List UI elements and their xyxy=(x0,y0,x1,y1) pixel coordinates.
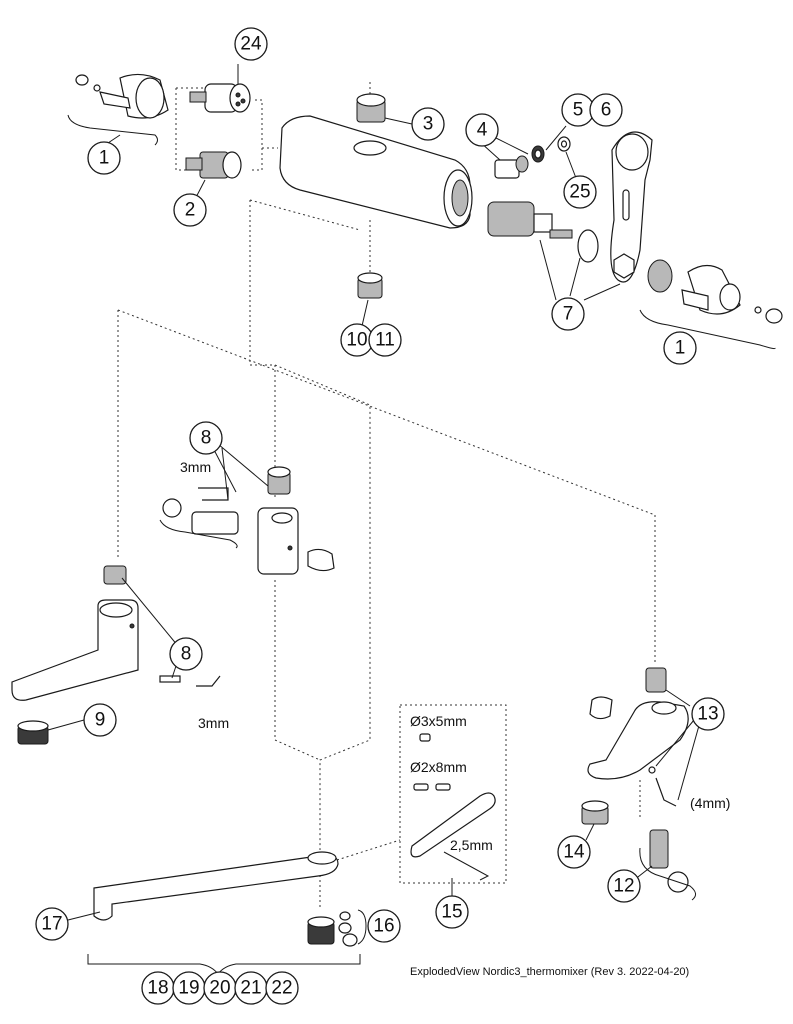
svg-text:3: 3 xyxy=(423,114,434,135)
callout-2: 2 xyxy=(173,193,207,227)
callout-10: 10 xyxy=(340,323,374,357)
callout-3: 3 xyxy=(411,107,445,141)
callout-9: 9 xyxy=(83,703,117,737)
footer-revision: ExplodedView Nordic3_thermomixer (Rev 3.… xyxy=(410,966,689,978)
part-5-ring xyxy=(531,145,545,163)
assembly-guide-lines xyxy=(117,82,656,910)
part-16-fittings xyxy=(307,911,358,947)
callout-16: 16 xyxy=(367,909,401,943)
part-7-thermo-cartridge xyxy=(487,201,599,263)
brace-1-left xyxy=(67,114,158,146)
callout-24: 24 xyxy=(234,27,268,61)
svg-text:17: 17 xyxy=(41,914,62,935)
callout-25: 25 xyxy=(563,175,597,209)
part-24-cartridge xyxy=(189,83,251,113)
svg-text:24: 24 xyxy=(240,34,262,55)
callout-15: 15 xyxy=(435,895,469,929)
callout-13: 13 xyxy=(691,697,725,731)
part-2-cartridge xyxy=(185,151,242,179)
svg-text:7: 7 xyxy=(563,304,574,325)
svg-text:14: 14 xyxy=(563,842,585,863)
callout-5: 5 xyxy=(561,93,595,127)
svg-text:20: 20 xyxy=(209,978,230,999)
svg-text:4: 4 xyxy=(477,120,488,141)
callout-17: 17 xyxy=(35,907,69,941)
brace-1-right xyxy=(639,309,776,350)
part-1-left-handle xyxy=(75,73,169,119)
callout-1-right: 1 xyxy=(663,331,697,365)
callout-21: 21 xyxy=(234,971,268,1005)
callout-19: 19 xyxy=(172,971,206,1005)
svg-text:21: 21 xyxy=(240,978,261,999)
part-25-washer xyxy=(557,136,571,152)
svg-text:1: 1 xyxy=(675,338,686,359)
part-3-connector xyxy=(356,93,386,123)
label-pin-2x8: Ø2x8mm xyxy=(410,759,467,775)
callout-14: 14 xyxy=(557,835,591,869)
leader-lines xyxy=(47,64,701,921)
callout-12: 12 xyxy=(607,869,641,903)
svg-text:15: 15 xyxy=(441,902,462,923)
callout-18: 18 xyxy=(141,971,175,1005)
svg-text:10: 10 xyxy=(346,330,367,351)
svg-text:5: 5 xyxy=(573,100,584,121)
svg-text:8: 8 xyxy=(181,644,192,665)
callout-7: 7 xyxy=(551,297,585,331)
callout-22: 22 xyxy=(265,971,299,1005)
part-8-diverter-block xyxy=(162,466,335,575)
kit-15-box xyxy=(399,704,507,884)
brace-16 xyxy=(357,909,367,945)
brace-8-inset xyxy=(159,519,238,549)
kit-15-contents xyxy=(410,733,496,881)
svg-text:16: 16 xyxy=(373,916,394,937)
label-pin-3x5: Ø3x5mm xyxy=(410,713,467,729)
svg-text:12: 12 xyxy=(613,876,634,897)
svg-text:22: 22 xyxy=(271,978,292,999)
svg-text:25: 25 xyxy=(569,182,590,203)
label-4mm: (4mm) xyxy=(690,795,730,811)
callout-20: 20 xyxy=(203,971,237,1005)
svg-text:18: 18 xyxy=(147,978,168,999)
svg-text:2: 2 xyxy=(185,200,196,221)
svg-text:9: 9 xyxy=(95,710,106,731)
part-8-short-spout xyxy=(11,565,221,701)
part-1-right-handle xyxy=(647,259,783,324)
part-4-valve xyxy=(494,155,529,179)
brace-12 xyxy=(639,847,696,901)
callout-8-lower: 8 xyxy=(169,637,203,671)
label-3mm-upper: 3mm xyxy=(180,459,211,475)
svg-text:13: 13 xyxy=(697,704,718,725)
svg-text:19: 19 xyxy=(178,978,199,999)
part-17-swing-spout xyxy=(93,851,339,921)
callout-11: 11 xyxy=(368,323,402,357)
part-10-11-nipple xyxy=(357,272,383,299)
callout-6: 6 xyxy=(589,93,623,127)
svg-text:6: 6 xyxy=(601,100,612,121)
label-3mm-lower: 3mm xyxy=(198,715,229,731)
callout-1-left: 1 xyxy=(87,141,121,175)
svg-text:8: 8 xyxy=(201,428,212,449)
label-key-2-5mm: 2,5mm xyxy=(450,837,493,853)
svg-text:11: 11 xyxy=(375,330,395,351)
svg-text:1: 1 xyxy=(99,148,110,169)
part-9-aerator xyxy=(17,720,49,745)
part-12-check-valve xyxy=(649,829,689,893)
callout-8-upper: 8 xyxy=(189,421,223,455)
callout-4: 4 xyxy=(465,113,499,147)
part-body-valve xyxy=(279,115,473,229)
brace-18-22 xyxy=(87,954,361,975)
part-13-right-spout xyxy=(587,667,689,807)
part-14-aerator xyxy=(581,800,609,825)
part-wrench xyxy=(610,131,653,283)
